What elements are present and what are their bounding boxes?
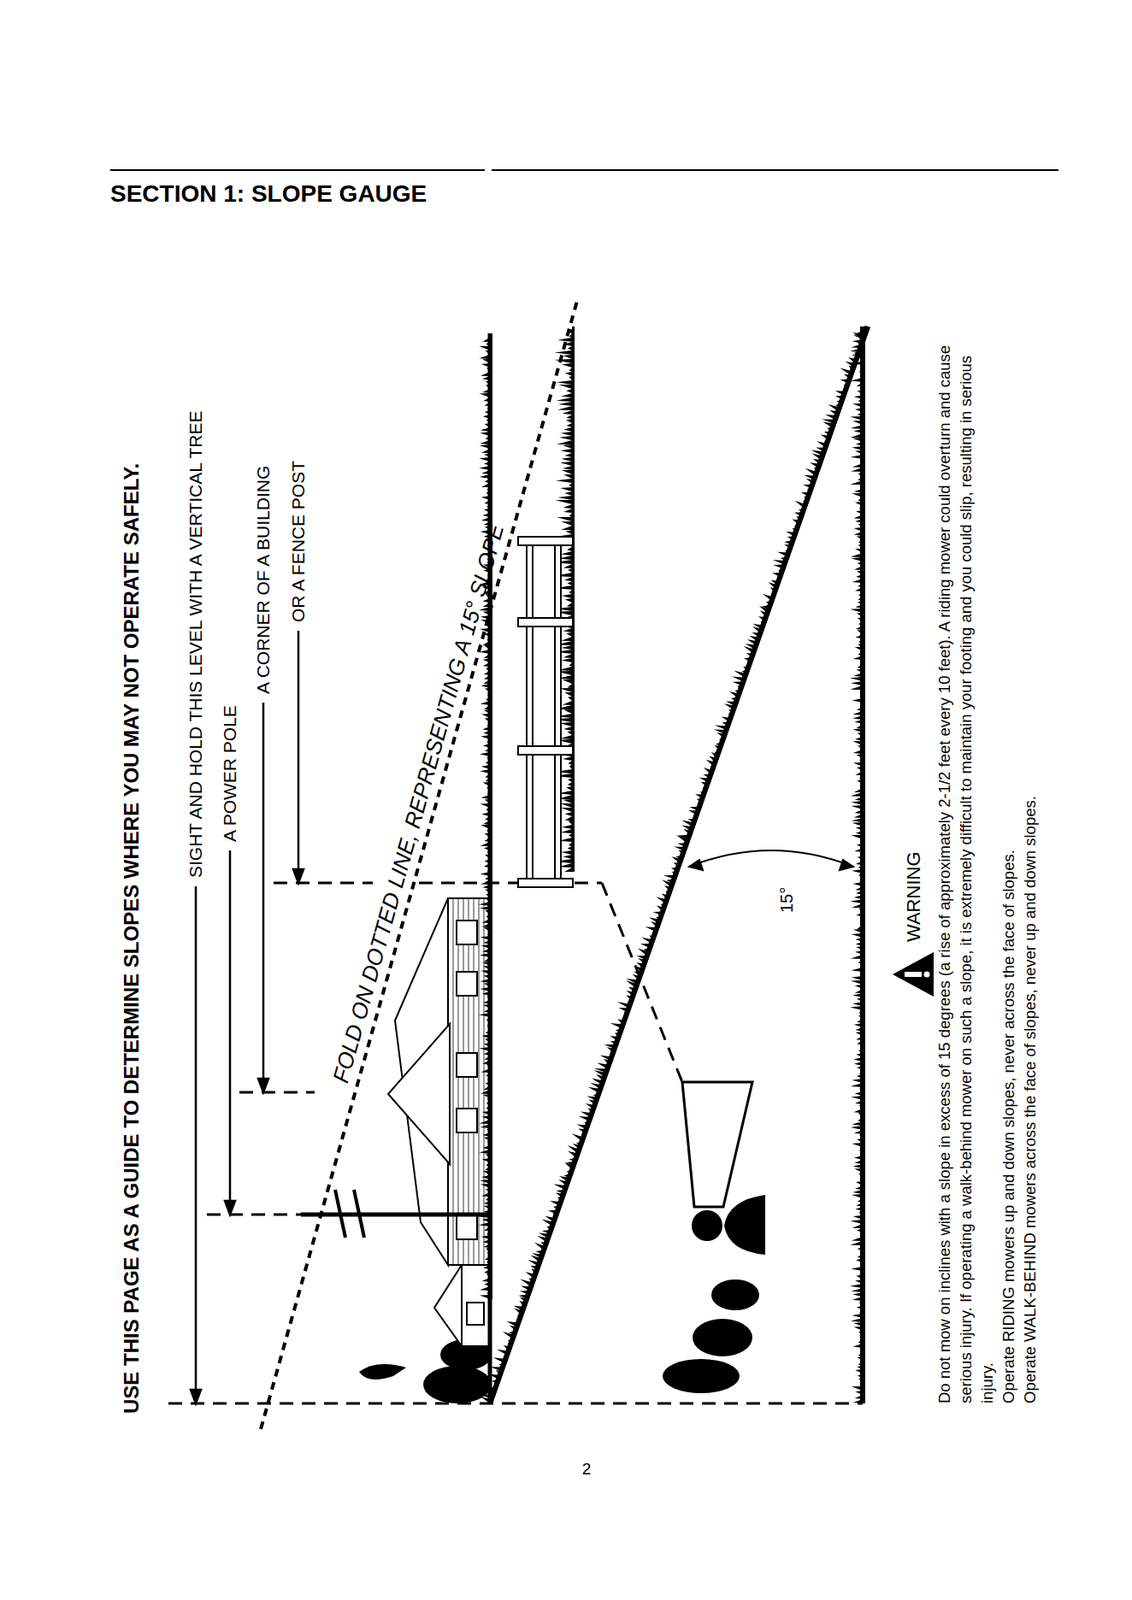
person xyxy=(682,1082,766,1256)
warning-text: Do not mow on inclines with a slope in e… xyxy=(933,339,998,1404)
bushes xyxy=(359,1279,760,1404)
page-number: 2 xyxy=(582,1460,592,1479)
power-pole xyxy=(300,1190,490,1239)
angle-label-holder: 15° xyxy=(776,887,797,914)
slope-illustration xyxy=(111,290,1069,1437)
angle-arc xyxy=(689,850,854,871)
window xyxy=(456,1215,478,1240)
page-heading-holder: USE THIS PAGE AS A GUIDE TO DETERMINE SL… xyxy=(119,463,144,1415)
crossarm xyxy=(353,1190,365,1239)
grass xyxy=(480,325,871,1405)
sight-label: OR A FENCE POST xyxy=(288,460,308,623)
leader-line xyxy=(194,886,198,1394)
header-rule xyxy=(110,169,485,171)
section-title: SECTION 1: SLOPE GAUGE xyxy=(110,180,427,207)
warning-text-holder: Do not mow on inclines with a slope in e… xyxy=(933,339,998,1404)
person-body xyxy=(724,1195,766,1256)
bush xyxy=(662,1359,740,1394)
window xyxy=(456,1053,478,1078)
arc xyxy=(689,850,854,867)
warning-text-holder: Operate WALK-BEHIND mowers across the fa… xyxy=(1019,339,1041,1404)
arrow-head xyxy=(190,1390,201,1404)
sight-arrows xyxy=(190,630,304,1404)
arrow-head xyxy=(293,869,304,884)
fence-post xyxy=(518,536,573,546)
siding xyxy=(453,898,484,1266)
fold-line xyxy=(260,300,578,1430)
siding-line xyxy=(483,898,485,1266)
window xyxy=(466,1302,484,1326)
fence xyxy=(518,536,573,888)
bush xyxy=(423,1366,492,1404)
slope-line xyxy=(489,326,868,1404)
sight-label-holder: A POWER POLE xyxy=(219,705,241,843)
warning-text: Operate WALK-BEHIND mowers across the fa… xyxy=(1019,339,1041,1404)
warning-text: Operate RIDING mowers up and down slopes… xyxy=(997,339,1020,1404)
house-wing xyxy=(461,1265,490,1347)
page-heading: USE THIS PAGE AS A GUIDE TO DETERMINE SL… xyxy=(119,463,143,1415)
siding-line xyxy=(458,898,460,1266)
dashed-line xyxy=(273,882,373,885)
bush xyxy=(692,1319,753,1357)
dashed-line xyxy=(168,1403,863,1406)
fence-post xyxy=(518,878,573,888)
gable xyxy=(388,1024,450,1165)
warning-heading-holder: WARNING xyxy=(903,851,925,943)
header-rule xyxy=(491,169,1059,171)
leader-line xyxy=(297,630,301,873)
angle-label: 15° xyxy=(777,887,796,914)
dashed-line xyxy=(418,882,602,885)
section-title-holder: SECTION 1: SLOPE GAUGE xyxy=(110,180,427,208)
dashed-line xyxy=(206,1214,301,1217)
person-head xyxy=(691,1210,723,1242)
dashed-line xyxy=(239,1091,315,1095)
bush xyxy=(711,1279,760,1311)
wing-roof xyxy=(434,1265,462,1347)
siding-line xyxy=(468,898,470,1266)
siding-line xyxy=(463,898,465,1266)
pole xyxy=(300,1213,490,1218)
warning-heading: WARNING xyxy=(902,851,925,943)
warning-triangle xyxy=(892,952,934,997)
level-ground xyxy=(860,326,866,1404)
fence-post xyxy=(518,746,573,755)
upper-ground xyxy=(488,333,493,1404)
window xyxy=(456,1108,478,1133)
house xyxy=(388,898,490,1347)
sight-label-holder: A CORNER OF A BUILDING xyxy=(253,465,274,695)
fence-rail xyxy=(526,541,533,884)
siding-line xyxy=(473,898,475,1266)
siding-line xyxy=(453,898,454,1266)
sight-label: A CORNER OF A BUILDING xyxy=(253,465,273,695)
leader-line xyxy=(262,702,266,1083)
arrow-head xyxy=(224,1201,236,1215)
bush xyxy=(359,1364,407,1380)
sight-label-holder: SIGHT AND HOLD THIS LEVEL WITH A VERTICA… xyxy=(185,410,207,879)
leader-line xyxy=(229,850,232,1205)
gauge-card xyxy=(682,1082,753,1208)
house-body xyxy=(448,898,490,1266)
fence-rail xyxy=(554,541,561,884)
fence-post xyxy=(518,618,573,627)
crossarm xyxy=(335,1190,346,1239)
arc-head xyxy=(689,860,703,871)
exclamation-bar xyxy=(904,972,922,978)
page-number-holder: 2 xyxy=(577,1460,596,1480)
window xyxy=(456,920,478,945)
arrow-head xyxy=(258,1078,269,1093)
sight-label: SIGHT AND HOLD THIS LEVEL WITH A VERTICA… xyxy=(185,410,206,879)
exclamation-dot xyxy=(924,972,931,979)
arc-head xyxy=(839,860,854,871)
sight-label: A POWER POLE xyxy=(219,705,240,843)
window xyxy=(456,972,478,997)
siding-line xyxy=(478,898,480,1266)
rotated-gauge: USE THIS PAGE AS A GUIDE TO DETERMINE SL… xyxy=(111,290,1069,1437)
sight-label-holder: OR A FENCE POST xyxy=(288,460,309,623)
warning-text-holder: Operate RIDING mowers up and down slopes… xyxy=(997,339,1020,1404)
warning-icon xyxy=(892,952,934,997)
